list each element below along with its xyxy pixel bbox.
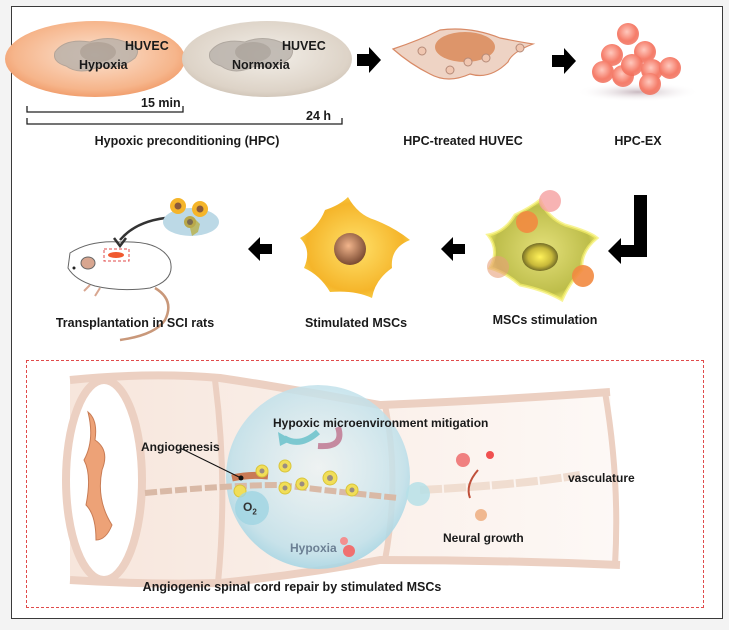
timeline-15min-bracket bbox=[26, 106, 184, 113]
step-hpc-ex-caption: HPC-EX bbox=[614, 134, 662, 148]
hypoxia-cell-label: HUVEC bbox=[125, 39, 169, 53]
mitigation-label: Hypoxic microenvironment mitigation bbox=[273, 416, 489, 430]
hpc-treated-cell-icon bbox=[391, 28, 536, 80]
arrow-down-left-icon bbox=[608, 195, 647, 264]
o2-label: O2 bbox=[243, 500, 257, 516]
timeline-long-label: 24 h bbox=[306, 109, 332, 123]
stimulated-msc-cell-icon bbox=[300, 197, 410, 298]
msc-stimulation-cell-icon bbox=[485, 190, 600, 303]
step-transplantation-caption: Transplantation in SCI rats bbox=[55, 316, 215, 330]
step-hpc-huvec-caption: HPC-treated HUVEC bbox=[403, 134, 523, 148]
huvec-cell-icon bbox=[54, 38, 139, 72]
timeline-short-label: 15 min bbox=[141, 96, 181, 110]
arrow-right-icon bbox=[357, 47, 381, 73]
bottom-panel-caption: Angiogenic spinal cord repair by stimula… bbox=[142, 580, 442, 594]
rat-icon bbox=[67, 241, 172, 342]
arrow-left-icon bbox=[248, 237, 272, 261]
step-hpc-caption: Hypoxic preconditioning (HPC) bbox=[94, 134, 280, 148]
o2-symbol: O bbox=[243, 500, 253, 514]
spinal-repair-panel bbox=[26, 360, 704, 608]
hpc-exosomes-icon bbox=[576, 23, 700, 102]
neural-growth-label: Neural growth bbox=[443, 531, 524, 545]
spinal-cord-illustration bbox=[62, 371, 621, 588]
msc-hydrogel-icon bbox=[163, 198, 219, 236]
normoxia-cell-label: HUVEC bbox=[282, 39, 326, 53]
normoxia-condition-label: Normoxia bbox=[232, 58, 290, 72]
timeline-24h-bracket bbox=[26, 118, 343, 125]
hypoxia-label: Hypoxia bbox=[290, 541, 337, 555]
huvec-cell-icon bbox=[209, 38, 294, 72]
angiogenesis-label: Angiogenesis bbox=[141, 440, 220, 454]
arrow-left-icon bbox=[441, 237, 465, 261]
injection-arrowhead-icon bbox=[113, 237, 127, 249]
hypoxia-condition-label: Hypoxia bbox=[79, 58, 128, 72]
step-stimulated-msc-caption: Stimulated MSCs bbox=[304, 316, 408, 330]
step-msc-stimulation-caption: MSCs stimulation bbox=[492, 313, 598, 327]
vasculature-label: vasculature bbox=[568, 471, 635, 485]
o2-subscript: 2 bbox=[252, 507, 257, 517]
arrow-right-icon bbox=[552, 48, 576, 74]
injection-arrow-icon bbox=[119, 216, 166, 241]
